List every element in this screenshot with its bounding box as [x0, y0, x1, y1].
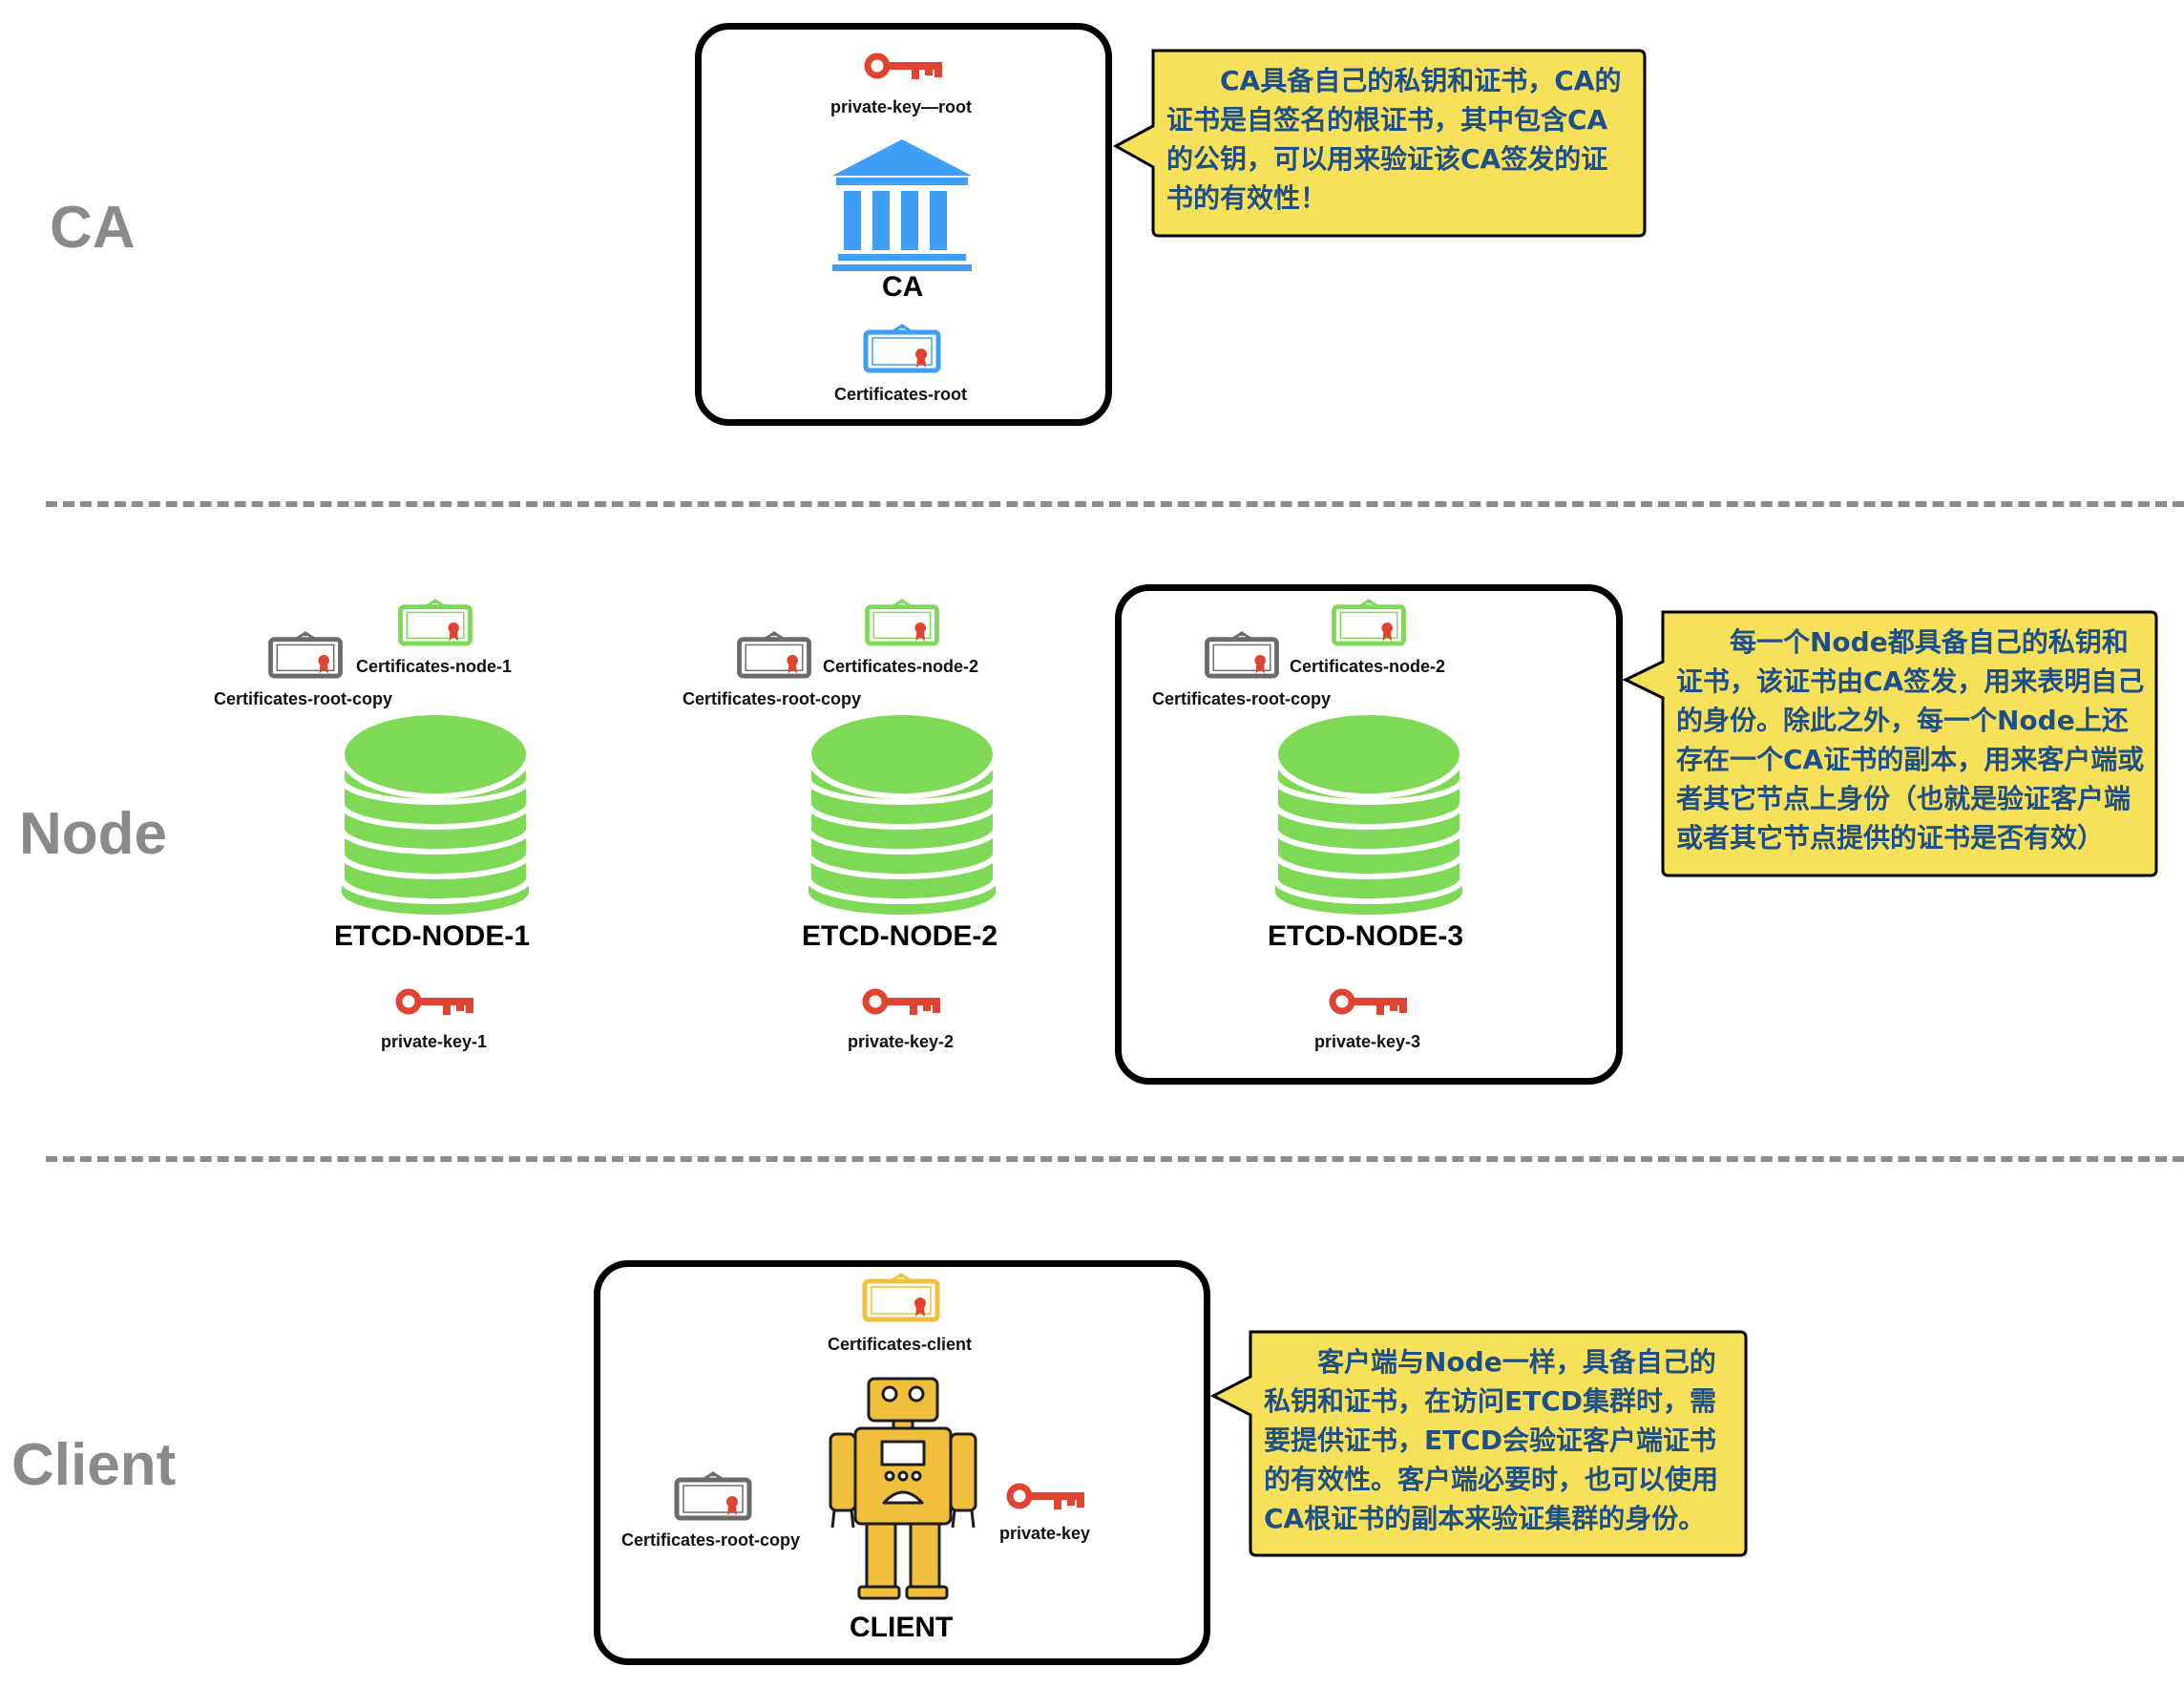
database-icon — [1272, 710, 1465, 903]
node-3-key-label: private-key-3 — [1314, 1032, 1421, 1051]
node-1-title: ETCD-NODE-1 — [334, 920, 531, 952]
node-1-cert-label: Certificates-node-1 — [356, 657, 513, 676]
database-icon — [339, 710, 532, 903]
node-1-root-copy-label: Certificates-root-copy — [214, 689, 393, 708]
key-icon — [1006, 1480, 1086, 1512]
client-cert-label: Certificates-client — [828, 1335, 973, 1354]
node-3-cert-label: Certificates-node-2 — [1290, 657, 1446, 676]
node-1-key-label: private-key-1 — [381, 1032, 488, 1051]
ca-cert-label: Certificates-root — [834, 385, 968, 404]
robot-icon — [829, 1377, 977, 1600]
certificate-icon — [267, 632, 344, 678]
node-2-key-label: private-key-2 — [848, 1032, 955, 1051]
certificate-icon — [1331, 600, 1407, 645]
separator-top — [46, 501, 2184, 507]
key-icon — [395, 985, 475, 1018]
section-label-node: Node — [19, 801, 167, 867]
key-icon — [864, 50, 944, 82]
node-callout-text: 每一个Node都具备自己的私钥和证书，该证书由CA签发，用来表明自己的身份。除此… — [1676, 626, 2145, 854]
certificate-icon — [864, 600, 940, 645]
certificate-icon — [736, 632, 812, 678]
node-callout: 每一个Node都具备自己的私钥和证书，该证书由CA签发，用来表明自己的身份。除此… — [1623, 609, 2159, 878]
ca-key-label: private-key—root — [830, 97, 973, 116]
database-icon — [806, 710, 998, 903]
node-3-title: ETCD-NODE-3 — [1268, 920, 1464, 952]
ca-title: CA — [882, 271, 924, 303]
key-icon — [862, 985, 942, 1018]
certificate-icon — [674, 1472, 752, 1520]
node-3-root-copy-label: Certificates-root-copy — [1152, 689, 1332, 708]
client-title: CLIENT — [850, 1612, 954, 1643]
client-callout-text: 客户端与Node一样，具备自己的私钥和证书，在访问ETCD集群时，需要提供证书，… — [1264, 1346, 1719, 1534]
ca-callout-text: CA具备自己的私钥和证书，CA的证书是自签名的根证书，其中包含CA的公钥，可以用… — [1166, 65, 1622, 214]
certificate-icon — [1204, 632, 1280, 678]
node-2-cert-label: Certificates-node-2 — [823, 657, 979, 676]
separator-bottom — [46, 1156, 2184, 1162]
client-key-label: private-key — [999, 1524, 1091, 1543]
node-2-root-copy-label: Certificates-root-copy — [682, 689, 862, 708]
section-label-ca: CA — [50, 195, 136, 261]
bank-icon — [832, 139, 972, 271]
certificate-icon — [863, 325, 941, 372]
client-root-copy-label: Certificates-root-copy — [621, 1530, 801, 1550]
client-callout: 客户端与Node一样，具备自己的私钥和证书，在访问ETCD集群时，需要提供证书，… — [1210, 1329, 1749, 1558]
key-icon — [1329, 985, 1409, 1018]
certificate-icon — [862, 1274, 940, 1321]
certificate-icon — [397, 600, 473, 645]
ca-callout: CA具备自己的私钥和证书，CA的证书是自签名的根证书，其中包含CA的公钥，可以用… — [1113, 48, 1648, 239]
section-label-client: Client — [11, 1432, 177, 1498]
node-2-title: ETCD-NODE-2 — [802, 920, 998, 952]
